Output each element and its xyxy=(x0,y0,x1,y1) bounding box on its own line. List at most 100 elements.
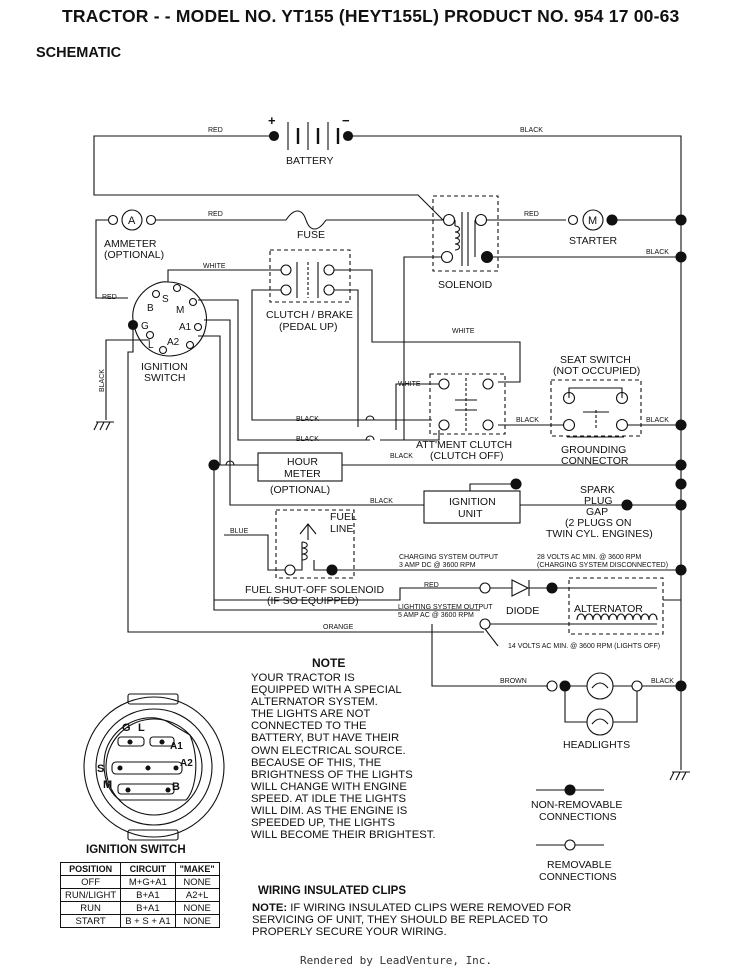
fuel-line-label-2: LINE xyxy=(330,523,353,535)
terminal-a1: A1 xyxy=(179,322,192,333)
wiring-clips-note-label: NOTE: xyxy=(252,902,288,914)
fuel-shutoff-optional: (IF SO EQUIPPED) xyxy=(267,595,359,607)
note-line: OWN ELECTRICAL SOURCE. xyxy=(251,744,406,757)
note-body: YOUR TRACTOR IS EQUIPPED WITH A SPECIAL … xyxy=(251,672,451,841)
wire-label-white-att2: WHITE xyxy=(398,381,421,388)
table-cell: A2+L xyxy=(174,888,220,902)
starter: M STARTER xyxy=(567,209,618,247)
footer-credit: Rendered by LeadVenture, Inc. xyxy=(300,954,493,967)
table-cell: START xyxy=(59,914,122,928)
wire-label-brown: BROWN xyxy=(500,678,527,685)
spark-plug-gap: GAP xyxy=(586,506,608,518)
note-line: WILL CHANGE WITH ENGINE xyxy=(251,780,407,793)
ignition-switch-label: IGNITION xyxy=(141,361,188,373)
wiring-clips-line: PROPERLY SECURE YOUR WIRING. xyxy=(252,926,447,938)
table-row: OFF M+G+A1 NONE xyxy=(59,875,220,889)
legend-non-removable: NON-REMOVABLE CONNECTIONS xyxy=(531,784,622,823)
face-terminal-m: M xyxy=(103,779,112,791)
table-row: RUN/LIGHT B+A1 A2+L xyxy=(59,888,220,902)
hour-meter: HOUR METER (OPTIONAL) xyxy=(257,452,343,496)
wire-label-red-starter: RED xyxy=(524,211,539,218)
battery-plus: + xyxy=(268,113,276,128)
table-row: START B + S + A1 NONE xyxy=(59,914,220,928)
table-cell: NONE xyxy=(174,901,220,915)
note-line: EQUIPPED WITH A SPECIAL xyxy=(251,684,402,697)
wiring-clips-text: IF WIRING INSULATED CLIPS WERE REMOVED F… xyxy=(287,902,572,914)
terminal-m: M xyxy=(176,305,184,316)
legend-non-removable-label-2: CONNECTIONS xyxy=(539,811,617,823)
legend-removable: REMOVABLE CONNECTIONS xyxy=(536,839,617,883)
terminal-s: S xyxy=(162,294,169,305)
solenoid: SOLENOID xyxy=(432,195,499,291)
fuse-label: FUSE xyxy=(297,229,325,241)
wire-label-red-fuse: RED xyxy=(208,211,223,218)
face-terminal-a2: A2 xyxy=(180,758,193,769)
wire-label-red-charging: RED xyxy=(424,582,439,589)
diode-label: DIODE xyxy=(506,605,539,617)
table-cell: B+A1 xyxy=(120,901,176,915)
grounding-connector-label: GROUNDING xyxy=(561,444,626,456)
charging-output-label: CHARGING SYSTEM OUTPUT xyxy=(399,554,499,561)
attachment-clutch-switch: ATT'MENT CLUTCH (CLUTCH OFF) xyxy=(416,373,512,462)
table-header: CIRCUIT xyxy=(120,862,176,876)
note-line: ALTERNATOR SYSTEM. xyxy=(251,696,378,709)
legend-non-removable-label: NON-REMOVABLE xyxy=(531,799,622,811)
table-header: POSITION xyxy=(59,862,122,876)
terminal-l: L xyxy=(148,340,154,351)
wire-label-orange: ORANGE xyxy=(323,624,354,631)
hour-meter-label-2: METER xyxy=(284,468,321,480)
ignition-unit: IGNITION UNIT xyxy=(423,490,521,524)
headlights-label: HEADLIGHTS xyxy=(563,739,630,751)
table-cell: NONE xyxy=(174,875,220,889)
wiring-clips-line: NOTE: IF WIRING INSULATED CLIPS WERE REM… xyxy=(252,902,612,914)
battery-minus: − xyxy=(342,113,350,128)
headlights: HEADLIGHTS xyxy=(546,672,643,751)
ignition-table-caption: IGNITION SWITCH xyxy=(86,844,186,856)
ammeter: A AMMETER (OPTIONAL) xyxy=(104,209,164,261)
face-terminal-b: B xyxy=(172,781,180,793)
battery: + − BATTERY xyxy=(268,113,354,167)
table-header-row: POSITION CIRCUIT "MAKE" xyxy=(59,862,220,876)
fuel-shutoff-solenoid: FUEL LINE FUEL SHUT-OFF SOLENOID (IF SO … xyxy=(245,509,384,607)
page-subtitle: SCHEMATIC xyxy=(36,45,122,61)
grounding-connector: GROUNDING CONNECTOR xyxy=(561,436,629,467)
seat-switch: SEAT SWITCH (NOT OCCUPIED) xyxy=(550,354,642,437)
ground-symbol-left xyxy=(93,421,114,431)
wire-label-red-top: RED xyxy=(208,127,223,134)
face-terminal-a1: A1 xyxy=(170,741,183,752)
lighting-output-rating: 5 AMP AC @ 3600 RPM xyxy=(398,612,474,619)
ignition-switch: B S M G A1 L A2 IGNITION SWITCH xyxy=(127,281,208,384)
wire-label-black-b: BLACK xyxy=(296,436,319,443)
legend-removable-label: REMOVABLE xyxy=(547,859,612,871)
charging-output: CHARGING SYSTEM OUTPUT 3 AMP DC @ 3600 R… xyxy=(399,554,499,594)
wire-label-white-clutch: WHITE xyxy=(203,263,226,270)
wire-label-blue: BLUE xyxy=(230,528,249,535)
wire-label-black-solenoid: BLACK xyxy=(646,249,669,256)
page-title: TRACTOR - - MODEL NO. YT155 (HEYT155L) P… xyxy=(62,6,680,26)
seat-switch-label: SEAT SWITCH xyxy=(560,354,631,366)
table-cell: M+G+A1 xyxy=(120,875,176,889)
note-line: SPEED. AT IDLE THE LIGHTS xyxy=(251,792,407,805)
starter-label: STARTER xyxy=(569,235,617,247)
alternator-label: ALTERNATOR xyxy=(574,603,643,615)
legend-removable-label-2: CONNECTIONS xyxy=(539,871,617,883)
clutch-brake-state: (PEDAL UP) xyxy=(279,321,338,333)
attment-clutch-label: ATT'MENT CLUTCH xyxy=(416,439,512,451)
starter-symbol: M xyxy=(588,215,597,227)
ground-symbol-right xyxy=(669,771,690,781)
volts14-label: 14 VOLTS AC MIN. @ 3600 RPM (LIGHTS OFF) xyxy=(508,643,660,650)
spark-plug-note-2: TWIN CYL. ENGINES) xyxy=(546,528,653,540)
volts28-label: 28 VOLTS AC MIN. @ 3600 RPM xyxy=(537,554,641,561)
clutch-brake-switch: CLUTCH / BRAKE (PEDAL UP) xyxy=(266,249,353,333)
wire-label-black-a: BLACK xyxy=(296,416,319,423)
attment-clutch-state: (CLUTCH OFF) xyxy=(430,450,504,462)
battery-label: BATTERY xyxy=(286,155,333,167)
table-cell: NONE xyxy=(174,914,220,928)
terminal-g: G xyxy=(141,321,149,332)
face-terminal-g: G xyxy=(122,722,131,734)
wire-label-black-att-mid: BLACK xyxy=(390,453,413,460)
note-heading: NOTE xyxy=(312,656,346,670)
ignition-switch-face: G L A1 S A2 M B xyxy=(83,693,225,841)
